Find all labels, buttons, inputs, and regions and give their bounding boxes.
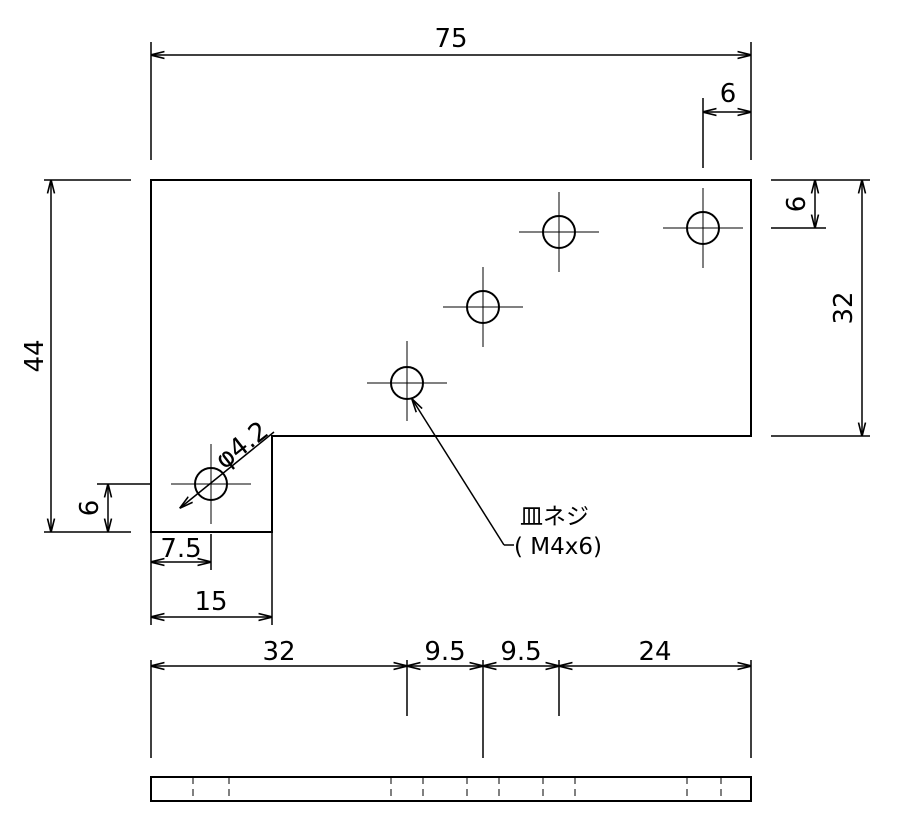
dim-right-32: 32	[771, 180, 870, 437]
dim-chain: 32 9.5 9.5 24	[150, 637, 752, 758]
note-line-2: ( M4x6)	[514, 534, 602, 560]
plate-outline	[150, 179, 752, 533]
dim-bottom-second-label: 15	[194, 587, 227, 617]
dim-top-total-label: 75	[434, 24, 467, 54]
dim-chain-label-4: 24	[638, 637, 671, 667]
dim-bottom-first-label: 7.5	[160, 534, 201, 564]
dim-top-right-offset-label: 6	[720, 79, 737, 109]
dim-bottom-15: 15	[151, 532, 273, 625]
dim-hole-diameter: φ4.2	[180, 416, 275, 508]
dim-chain-label-1: 32	[262, 637, 295, 667]
dim-top-right-6: 6	[702, 79, 751, 168]
dim-left-height-label: 44	[20, 339, 50, 372]
dim-left-6: 6	[75, 483, 151, 532]
dim-left-44: 44	[20, 179, 131, 533]
dim-left-lower-offset-label: 6	[75, 500, 105, 517]
hole-2	[443, 267, 523, 347]
dim-bottom-7-5: 7.5	[150, 532, 212, 625]
leader-note: 皿ネジ ( M4x6)	[412, 399, 602, 560]
dim-right-offset-label: 6	[782, 196, 812, 213]
hole-bottom-left	[171, 444, 251, 524]
dim-right-6: 6	[771, 179, 870, 229]
hole-1	[367, 341, 447, 421]
dim-chain-label-3: 9.5	[500, 637, 541, 667]
dim-right-height-label: 32	[829, 291, 859, 324]
dim-chain-label-2: 9.5	[424, 637, 465, 667]
hole-diameter-label: φ4.2	[210, 416, 275, 476]
hole-3	[519, 192, 599, 272]
side-view	[150, 776, 752, 802]
hole-4	[663, 188, 743, 268]
note-line-1: 皿ネジ	[520, 504, 589, 530]
dim-top-75: 75	[150, 24, 752, 160]
